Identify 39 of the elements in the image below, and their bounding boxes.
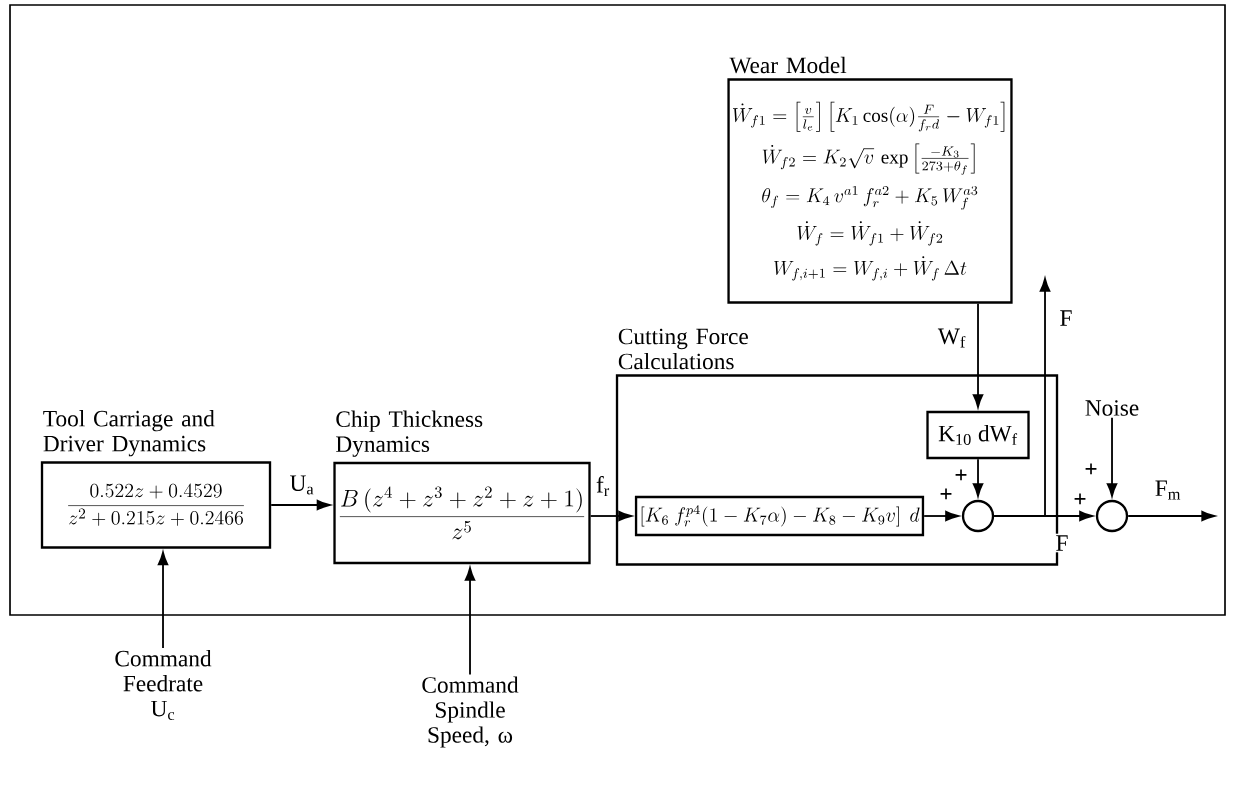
edge-label: F [1057,308,1075,328]
input-text: Command Spindle Speed, ω [422,676,519,748]
block-title: Cutting Force Calculations [618,328,748,370]
block-box: $\frac{0.522z+0.4529}{z^{2}+0.215z+0.2466}$ [40,461,272,549]
node-label: $\dot{W}_{f}=\dot{W}_{f1}+\dot{W}_{f2}$ [797,221,943,246]
arrow [972,458,984,497]
sign-label: + [1085,463,1097,475]
node-label: $\dot{W}_{f1}=\left[\frac{v}{l_{e}}\right]\left[K_{1}\cos(\alpha)\frac{F}{f_{r}d}-W_{f1}\right]$ [732,101,1005,132]
edge-label: f$_{r}$ [594,474,612,498]
arrow [589,510,632,522]
input-text: Noise [1085,400,1139,416]
arrow [993,278,1051,517]
arrow [1106,416,1118,497]
input-text: Command Feedrate U$_{c}$ [115,650,212,720]
block-title: Wear Model [729,56,847,74]
edge-label: W$_{f}$ [936,326,968,350]
arrow [157,551,169,649]
edge-label: U$_{a}$ [287,473,317,497]
edge-label: F$_{m}$ [1153,478,1183,502]
block-title: Chip Thickness Dynamics [336,410,483,457]
arrow [972,302,984,408]
node-label: $\theta_{f}=K_{4}\,v^{a1}\,f_{r}^{a2}+K_{5}\,W_{f}^{a3}$ [762,186,978,210]
node-label: $W_{f,i+1}=W_{f,i}+\dot{W}_{f}\,\Delta t$ [774,256,967,281]
arrow [270,499,331,511]
block-box: $\dot{W}_{f1}=\left[\frac{v}{l_{e}}\right]\left[K_{1}\cos(\alpha)\frac{F}{f_{r}d}-W_{f1}\right]$ $\dot{W}_{f2}=K_{2}\sqrt{v}\,\exp\left[\frac{-K_{3}}{273+\theta_{f}}\right]$ $\theta_{f}=K_{4}\,v^{a1}\,f_{r}^{a2}+K_{5}\,W_{f}^{a3}$ $\dot{W}_{f}=\dot{W}_{f1}+\dot{W}_{f2}$ $W_{f,i+1}=W_{f,i}+\dot{W}_{f}\,\Delta t$ [727,78,1013,304]
block-box: $\left[K_{6}\ f_{r}^{p4}(1-K_{7}\alpha)-K_{8}-K_{9}v\right]\ d$ [634,495,925,537]
block-box: K$_{10}$ dW$_{f}$ [926,410,1030,460]
block-title: Tool Carriage and Driver Dynamics [43,410,215,457]
edge-label: F [1053,533,1071,553]
summing-junction [961,499,995,533]
block-box: $\frac{B\,(z^{4}+z^{3}+z^{2}+z+1)}{z^{5}}$ [333,461,591,565]
sign-label: + [1074,493,1086,505]
node-label: $\dot{W}_{f2}=K_{2}\sqrt{v}\,\exp\left[\frac{-K_{3}}{273+\theta_{f}}\right]$ [762,143,975,175]
sign-label: + [940,488,952,500]
arrow [923,510,959,522]
summing-junction [1095,499,1129,533]
arrow [464,567,476,676]
arrow [1127,510,1215,522]
sign-label: + [955,469,967,481]
